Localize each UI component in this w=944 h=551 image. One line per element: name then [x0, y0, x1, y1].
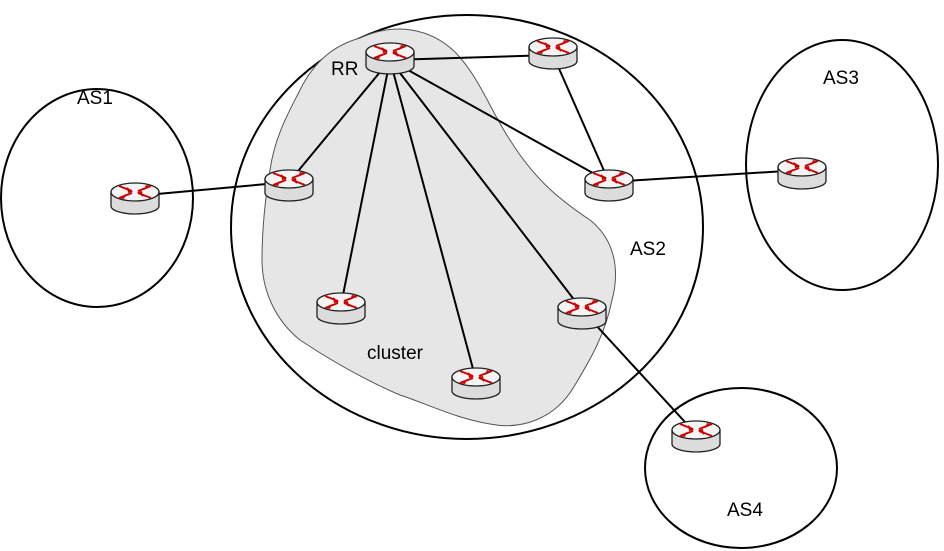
router-rr-icon[interactable] — [365, 42, 415, 75]
router-as2-lower-left-icon[interactable] — [316, 292, 366, 325]
link-rr-top — [389, 54, 554, 61]
link-top-right — [552, 54, 610, 183]
as4-boundary — [644, 387, 838, 549]
router-as2-right-icon[interactable] — [584, 169, 634, 202]
link-rr-left — [288, 59, 391, 183]
cluster-region — [261, 28, 617, 427]
as1-boundary — [0, 88, 194, 308]
link-rr-right — [389, 59, 610, 183]
link-rr-bottom — [389, 59, 477, 381]
as2-boundary — [230, 14, 704, 440]
router-as2-lower-right-icon[interactable] — [557, 297, 607, 330]
as3-label: AS3 — [823, 68, 859, 89]
rr-label: RR — [331, 59, 359, 80]
router-as2-top-icon[interactable] — [528, 37, 578, 70]
as2-label: AS2 — [630, 239, 666, 260]
as1-label: AS1 — [77, 88, 113, 109]
link-lower-right-as4 — [581, 309, 697, 435]
router-as1-icon[interactable] — [110, 182, 160, 215]
link-right-as3 — [608, 169, 803, 183]
as3-boundary — [745, 39, 939, 291]
router-as2-left-icon[interactable] — [264, 169, 314, 202]
router-as4-icon[interactable] — [671, 420, 721, 453]
link-rr-lower-left — [340, 59, 391, 306]
link-rr-lower-right — [389, 59, 583, 311]
router-as3-icon[interactable] — [777, 157, 827, 190]
cluster-label: cluster — [367, 343, 423, 364]
link-as1-left — [134, 181, 290, 197]
router-as2-bottom-icon[interactable] — [451, 367, 501, 400]
as4-label: AS4 — [727, 500, 763, 521]
